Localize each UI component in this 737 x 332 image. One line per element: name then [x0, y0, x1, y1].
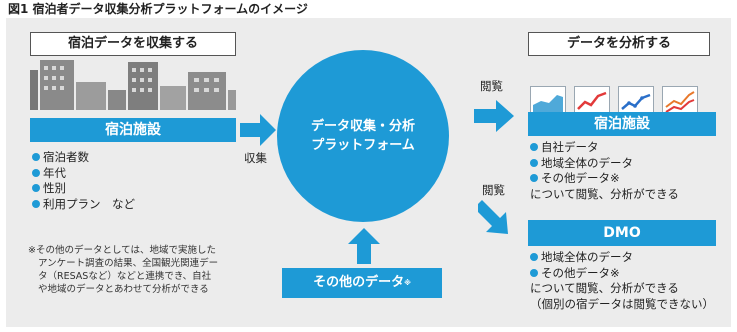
lodging-right-list: 自社データ 地域全体のデータ その他データ※ について閲覧、分析ができる: [530, 140, 679, 202]
dmo-tail-2: （個別の宿データは閲覧できない）: [530, 296, 714, 311]
list-item: 自社データ: [530, 140, 679, 156]
dmo-tail-1: について閲覧、分析ができる: [530, 281, 679, 295]
platform-title-line1: データ収集・分析: [310, 119, 415, 134]
view-arrow-right-icon: [474, 100, 514, 132]
lodging-facility-bar-left: 宿泊施設: [30, 118, 236, 142]
figure-title: 図1 宿泊者データ収集分析プラットフォームのイメージ: [8, 2, 308, 16]
bullet-dot-icon: [530, 174, 538, 182]
up-arrow-icon: [348, 228, 380, 264]
list-item: 宿泊者数: [32, 150, 135, 166]
collect-header: 宿泊データを収集する: [30, 32, 236, 56]
list-item: 年代: [32, 166, 135, 182]
list-item: その他データ※: [530, 171, 679, 187]
buildings-illustration: [30, 60, 236, 110]
list-item: 地域全体のデータ: [530, 250, 714, 266]
platform-circle: データ収集・分析 プラットフォーム: [277, 50, 449, 222]
dmo-bar: DMO: [528, 220, 716, 246]
bullet-dot-icon: [530, 143, 538, 151]
list-item: その他データ※: [530, 266, 714, 282]
analyze-header: データを分析する: [528, 32, 710, 56]
bullet-dot-icon: [32, 184, 40, 192]
view-label-bottom: 閲覧: [482, 183, 505, 197]
bullet-dot-icon: [32, 168, 40, 177]
dmo-list: 地域全体のデータ その他データ※ について閲覧、分析ができる （個別の宿データは…: [530, 250, 714, 312]
bullet-dot-icon: [530, 268, 538, 277]
list-item: 地域全体のデータ: [530, 156, 679, 172]
collect-label: 収集: [244, 151, 267, 165]
lodging-right-tail: について閲覧、分析ができる: [530, 186, 679, 201]
footnote: ※その他のデータとしては、地域で実施した アンケート調査の結果、全国観光関連デー…: [28, 245, 219, 295]
lodging-left-list: 宿泊者数 年代 性別 利用プラン など: [32, 150, 135, 212]
list-item: 性別: [32, 181, 135, 197]
view-arrow-diagonal-icon: [478, 200, 508, 234]
bullet-dot-icon: [32, 199, 40, 208]
bullet-dot-icon: [32, 153, 40, 161]
list-item: 利用プラン など: [32, 197, 135, 213]
lodging-facility-bar-right: 宿泊施設: [528, 112, 716, 136]
bullet-dot-icon: [530, 253, 538, 261]
bullet-dot-icon: [530, 158, 538, 167]
platform-title-line2: プラットフォーム: [311, 138, 415, 153]
collect-arrow-icon: [240, 114, 276, 146]
other-data-box: その他のデータ※: [282, 268, 442, 298]
view-label-top: 閲覧: [480, 79, 503, 93]
